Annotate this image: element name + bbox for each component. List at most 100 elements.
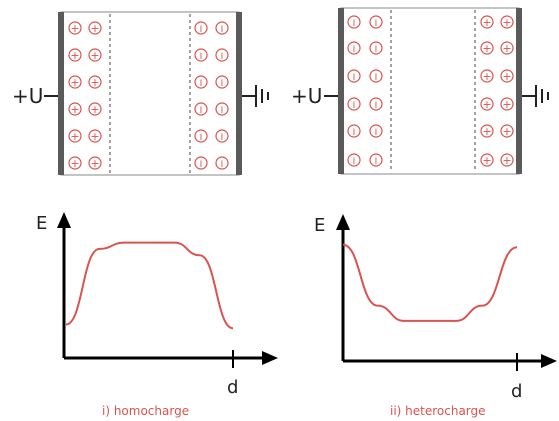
positive-charge-icon: + xyxy=(500,69,514,83)
svg-text:+: + xyxy=(70,49,79,62)
positive-charge-icon: + xyxy=(88,156,102,170)
positive-charge-icon: + xyxy=(480,97,494,111)
svg-text:+: + xyxy=(482,16,491,29)
left-electrode xyxy=(58,12,64,175)
e-axis-label: E xyxy=(314,215,325,236)
svg-text:+: + xyxy=(70,130,79,143)
negative-charge-icon: I xyxy=(369,124,383,138)
svg-text:+: + xyxy=(70,103,79,116)
e-axis-arrow xyxy=(57,212,71,228)
positive-charge-icon: + xyxy=(500,97,514,111)
dielectric-body xyxy=(60,11,240,176)
field-graph-homocharge: E d i) homocharge xyxy=(36,212,278,418)
svg-text:+: + xyxy=(70,157,79,170)
svg-text:+: + xyxy=(502,42,511,55)
svg-text:I: I xyxy=(200,25,203,35)
negative-charge-icon: I xyxy=(347,69,361,83)
panel-caption: ii) heterocharge xyxy=(390,404,486,418)
negative-charge-icon: I xyxy=(215,75,229,89)
negative-charge-icon: I xyxy=(194,21,208,35)
positive-charge-icon: + xyxy=(88,48,102,62)
svg-text:+: + xyxy=(502,154,511,167)
positive-charge-icon: + xyxy=(88,75,102,89)
positive-charge-icon: + xyxy=(480,69,494,83)
negative-charge-icon: I xyxy=(369,97,383,111)
voltage-label: +U xyxy=(291,84,322,108)
positive-charge-icon: + xyxy=(480,41,494,55)
panel-caption: i) homocharge xyxy=(102,404,189,418)
positive-charge-icon: + xyxy=(500,41,514,55)
voltage-label: +U xyxy=(12,84,43,108)
d-axis-label: d xyxy=(511,381,522,402)
positive-charge-icon: + xyxy=(480,153,494,167)
positive-charge-icon: + xyxy=(68,21,82,35)
right-electrode xyxy=(516,8,522,174)
svg-text:+: + xyxy=(90,157,99,170)
svg-text:I: I xyxy=(221,52,224,62)
positive-charge-icon: + xyxy=(88,21,102,35)
svg-text:+: + xyxy=(482,154,491,167)
svg-text:+: + xyxy=(70,76,79,89)
negative-charge-icon: I xyxy=(215,156,229,170)
svg-text:I: I xyxy=(375,101,378,111)
svg-text:+: + xyxy=(482,125,491,138)
svg-text:I: I xyxy=(200,52,203,62)
e-axis-label: E xyxy=(36,213,47,234)
svg-text:I: I xyxy=(375,128,378,138)
negative-charge-icon: I xyxy=(347,97,361,111)
dielectric-body xyxy=(340,7,520,175)
positive-charge-icon: + xyxy=(68,156,82,170)
negative-charge-icon: I xyxy=(215,129,229,143)
svg-text:I: I xyxy=(353,73,356,83)
svg-text:I: I xyxy=(221,160,224,170)
ground-icon xyxy=(522,85,549,107)
negative-charge-icon: I xyxy=(347,153,361,167)
negative-charge-icon: I xyxy=(347,41,361,55)
field-curve xyxy=(65,241,234,330)
positive-charge-icon: + xyxy=(68,48,82,62)
svg-text:+: + xyxy=(502,98,511,111)
svg-text:I: I xyxy=(200,106,203,116)
negative-charge-icon: I xyxy=(369,69,383,83)
svg-text:+: + xyxy=(482,42,491,55)
negative-charge-icon: I xyxy=(215,102,229,116)
negative-charge-icon: I xyxy=(369,153,383,167)
positive-charge-icon: + xyxy=(480,15,494,29)
svg-text:+: + xyxy=(502,125,511,138)
svg-text:I: I xyxy=(375,19,378,29)
positive-charge-icon: + xyxy=(88,102,102,116)
svg-text:I: I xyxy=(221,106,224,116)
negative-charge-icon: I xyxy=(347,124,361,138)
positive-charge-icon: + xyxy=(68,75,82,89)
svg-text:I: I xyxy=(200,133,203,143)
negative-charge-icon: I xyxy=(215,48,229,62)
negative-charge-icon: I xyxy=(194,156,208,170)
svg-text:I: I xyxy=(221,79,224,89)
positive-charge-icon: + xyxy=(68,129,82,143)
right-electrode xyxy=(236,12,242,175)
d-axis-arrow xyxy=(541,354,557,368)
e-axis-arrow xyxy=(336,214,350,230)
d-axis-arrow xyxy=(262,351,278,365)
positive-charge-icon: + xyxy=(500,124,514,138)
svg-text:+: + xyxy=(90,49,99,62)
negative-charge-icon: I xyxy=(194,48,208,62)
svg-text:I: I xyxy=(353,128,356,138)
positive-charge-icon: + xyxy=(500,153,514,167)
svg-text:I: I xyxy=(221,133,224,143)
d-axis-label: d xyxy=(227,377,238,398)
svg-text:+: + xyxy=(502,16,511,29)
ground-icon xyxy=(242,85,269,107)
svg-text:I: I xyxy=(375,157,378,167)
svg-text:I: I xyxy=(200,160,203,170)
svg-text:+: + xyxy=(90,22,99,35)
positive-charge-icon: + xyxy=(88,129,102,143)
svg-text:+: + xyxy=(482,98,491,111)
negative-charge-icon: I xyxy=(347,15,361,29)
svg-text:+: + xyxy=(90,130,99,143)
positive-charge-icon: + xyxy=(68,102,82,116)
negative-charge-icon: I xyxy=(194,75,208,89)
